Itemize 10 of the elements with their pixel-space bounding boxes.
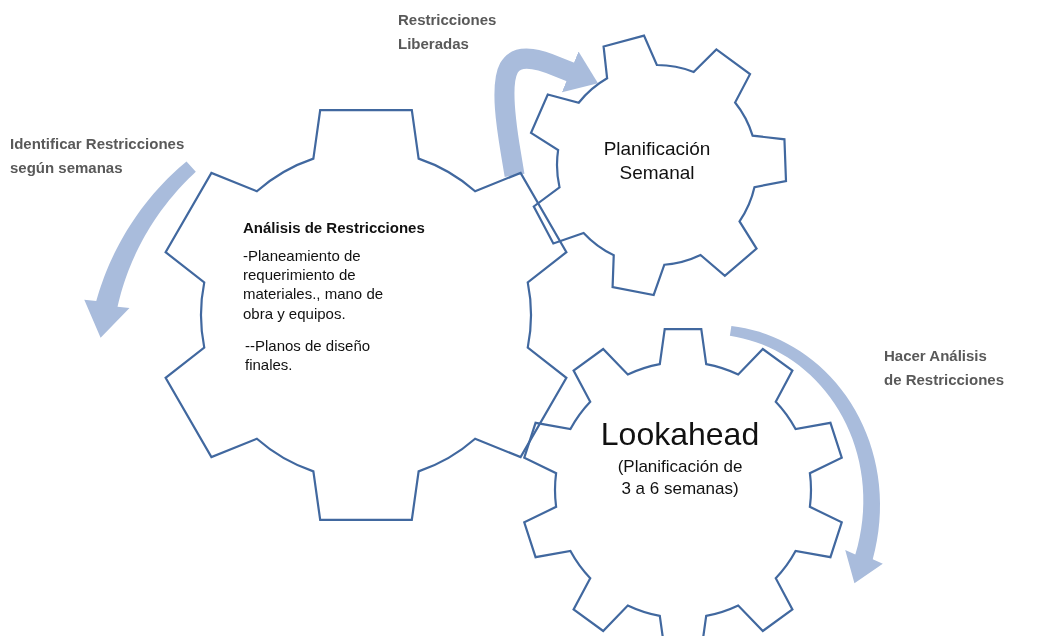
gear-text: --Planos de diseño finales. [245, 336, 372, 375]
arrow-caption: Identificar Restricciones según semanas [10, 134, 186, 178]
gear-text: Planificación Semanal [602, 137, 712, 186]
gear-heading: Lookahead [599, 415, 761, 454]
gear-heading: Análisis de Restricciones [243, 218, 426, 238]
arrow-caption: Hacer Análisis de Restricciones [884, 346, 1006, 390]
curved-arrow [494, 48, 598, 177]
gear-text: (Planificación de 3 a 6 semanas) [616, 456, 744, 500]
gear-text: -Planeamiento de requerimiento de materiales., mano de obra y equipos. [243, 246, 385, 323]
edge-label: Restricciones Liberadas [398, 10, 498, 54]
